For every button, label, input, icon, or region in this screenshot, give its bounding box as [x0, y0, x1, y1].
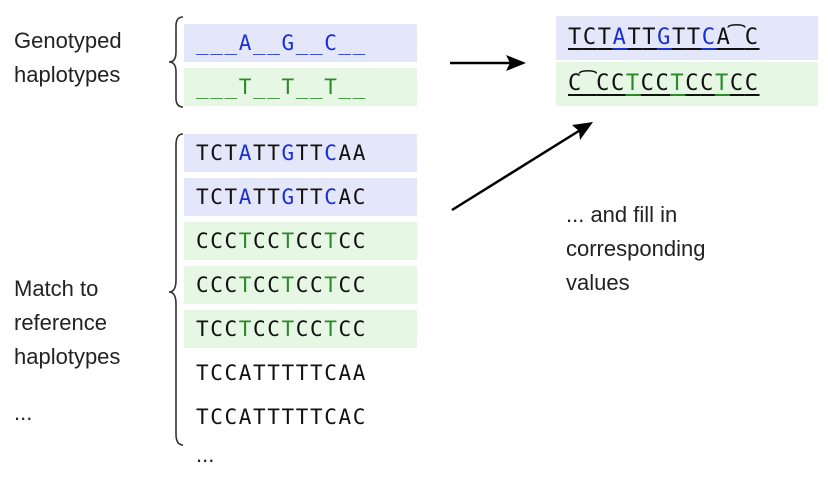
reference-row: TCTATTGTTCAC — [184, 178, 417, 216]
arrow-diagonal-head — [572, 122, 593, 140]
genotyped-brace — [168, 16, 184, 108]
genotyped-row: ___T__T__T__ — [184, 68, 417, 106]
arrow-diagonal — [451, 127, 583, 212]
left-ellipsis: ... — [14, 400, 33, 425]
bottom-ellipsis: ... — [196, 442, 215, 467]
reference-brace — [168, 133, 184, 446]
imputed-row: TCTATTGTTCA͡C — [556, 16, 818, 60]
genotyped-label: Genotyped haplotypes — [14, 28, 122, 87]
reference-row: CCCTCCTCCTCC — [184, 222, 417, 260]
imputed-row: C͡CCTCCTCCTCC — [556, 62, 818, 106]
fill-in-label: ... and fill in corresponding values — [566, 202, 706, 295]
genotyped-row: ___A__G__C__ — [184, 24, 417, 62]
reference-row: TCCTCCTCCTCC — [184, 310, 417, 348]
reference-row: TCTATTGTTCAA — [184, 134, 417, 172]
reference-row: CCCTCCTCCTCC — [184, 266, 417, 304]
reference-row: TCCATTTTTCAC — [196, 405, 367, 429]
match-label: Match to reference haplotypes — [14, 276, 121, 369]
arrow-right-head — [506, 55, 526, 71]
reference-row: TCCATTTTTCAA — [196, 361, 367, 385]
